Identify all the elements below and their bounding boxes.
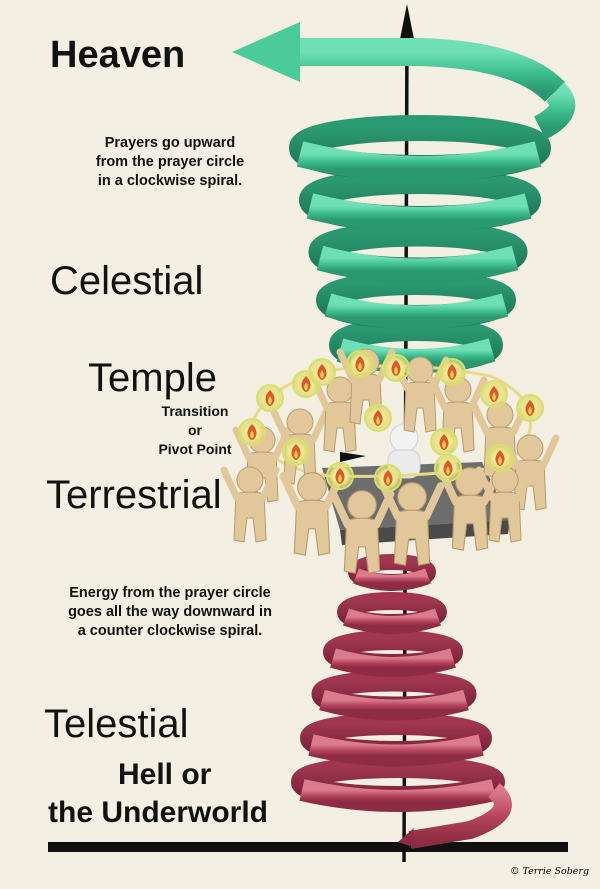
upward-spiral [232,22,576,373]
downward-spiral-band [353,568,431,591]
flame-halo-icon [516,394,544,422]
upward-arrowhead-icon [232,22,300,82]
flame-halo-icon [430,428,458,456]
prayer-figure [220,466,280,543]
flame-halo-icon [282,438,310,466]
downward-spiral-band [299,779,497,812]
downward-spiral [291,554,512,849]
upward-spiral-band [306,193,532,233]
upper-note-line: from the prayer circle [95,154,245,170]
flame-halo-icon [486,444,514,472]
credit-signature: © Terrie Soberg [510,866,589,877]
prayer-figures [220,348,560,574]
level-celestial: Celestial [50,259,204,303]
flame-halo-icon [308,358,336,386]
flame-halo-icon [326,462,354,490]
altar-marker-icon [340,452,366,462]
transition-line: or [188,422,202,438]
level-terrestrial: Terrestrial [46,473,222,517]
lower-note: Energy from the prayer circle goes all t… [40,584,300,641]
upward-spiral-band [296,141,542,182]
prayer-figure [379,482,445,566]
lower-note-line: Energy from the prayer circle [69,585,271,601]
upper-note-line: in a clockwise spiral. [97,173,243,189]
level-heaven: Heaven [50,34,186,76]
downward-spiral-band [408,783,512,849]
level-hell-line2: the Underworld [48,796,269,829]
transition-label: Transition or Pivot Point [140,402,250,459]
downward-spiral-band [343,608,441,634]
upper-note-line: Prayers go upward [104,135,236,151]
flame-halo-icon [434,454,462,482]
flame-halo-icon [374,464,402,492]
upward-spiral-band [300,38,566,103]
ground-line [48,842,568,852]
prayer-figure [329,490,395,574]
downward-spiral-band [330,648,456,677]
upward-spiral-band [533,82,576,140]
upward-spiral-band [316,245,519,284]
upward-spiral-band [324,293,509,330]
downward-spiral-band [308,734,484,767]
axis-arrowhead-icon [399,4,415,44]
prayer-figure [475,466,535,543]
flame-halo-icon [382,354,410,382]
level-hell-line1: Hell or [118,758,212,791]
level-temple: Temple [88,356,217,400]
level-telestial: Telestial [44,702,189,746]
flame-halo-icon [256,384,284,412]
transition-line: Transition [161,403,229,419]
downward-arrowhead-icon [398,828,414,846]
flame-halo-icon [238,418,266,446]
flame-halos [238,350,544,492]
transition-line: Pivot Point [158,441,232,457]
flame-halo-icon [346,350,374,378]
lower-note-line: goes all the way downward in [68,604,272,620]
lower-note-line: a counter clockwise spiral. [77,623,263,639]
flame-halo-icon [364,404,392,432]
flame-halo-icon [480,380,508,408]
flame-halo-icon [438,358,466,386]
upper-note: Prayers go upward from the prayer circle… [55,134,285,191]
downward-spiral-band [319,689,469,721]
